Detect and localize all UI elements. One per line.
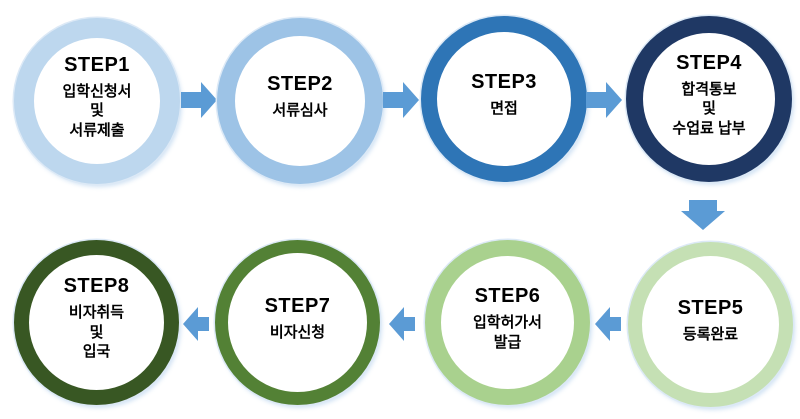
step1-circle: STEP1 입학신청서 및 서류제출 (14, 18, 180, 184)
step8-title: STEP8 (63, 275, 130, 298)
step5-title: STEP5 (677, 296, 744, 319)
step1-title: STEP1 (64, 53, 130, 76)
step2-circle: STEP2 서류심사 (217, 18, 383, 184)
step7-subtitle: 비자신청 (269, 323, 326, 341)
step2-title: STEP2 (267, 73, 333, 96)
step4-title: STEP4 (676, 51, 742, 74)
step8-circle: STEP8 비자취득 및 입국 (14, 240, 179, 405)
step8-subtitle: 비자취득 및 입국 (68, 304, 125, 361)
arrow-right-icon-3 (586, 82, 622, 118)
arrow-left-icon-3 (183, 307, 209, 341)
step5-circle: STEP5 등록완료 (628, 242, 793, 407)
step2-subtitle: 서류심사 (272, 102, 328, 120)
arrow-down-icon (681, 200, 725, 230)
step5-subtitle: 등록완료 (682, 325, 739, 343)
step6-circle: STEP6 입학허가서 발급 (425, 240, 590, 405)
step3-title: STEP3 (471, 71, 537, 94)
step6-title: STEP6 (474, 285, 541, 307)
step1-subtitle: 입학신청서 및 서류제출 (62, 82, 132, 139)
step4-circle: STEP4 합격통보 및 수업료 납부 (626, 16, 792, 182)
arrow-left-icon-2 (389, 307, 415, 341)
arrow-right-icon-2 (383, 82, 419, 118)
step7-circle: STEP7 비자신청 (215, 240, 380, 405)
step3-subtitle: 면접 (490, 100, 518, 118)
step4-subtitle: 합격통보 및 수업료 납부 (672, 80, 746, 137)
step3-circle: STEP3 면접 (421, 16, 587, 182)
arrow-right-icon-1 (181, 82, 217, 118)
step7-title: STEP7 (264, 294, 331, 317)
arrow-left-icon-1 (595, 307, 621, 341)
step6-subtitle: 입학허가서 발급 (472, 314, 542, 351)
